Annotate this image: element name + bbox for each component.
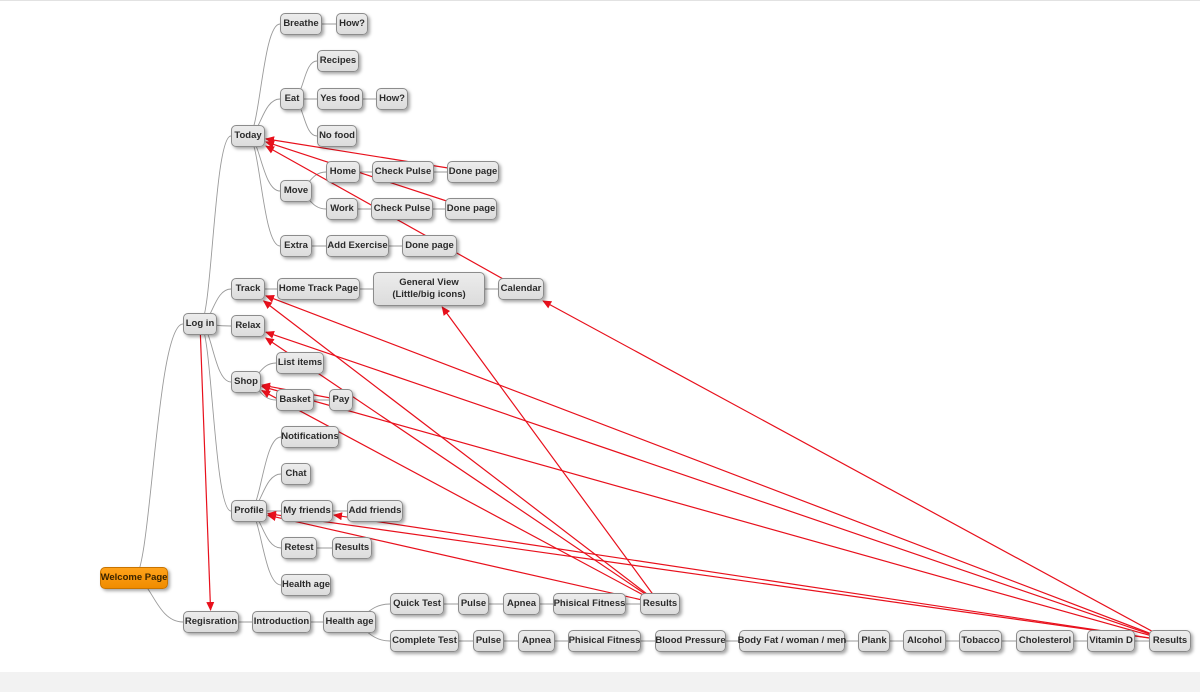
profile-node[interactable]: Profile [231, 500, 267, 522]
tree-connector [133, 323, 184, 579]
extra-node[interactable]: Extra [280, 235, 312, 257]
tree-connector [247, 23, 281, 137]
complete-apnea-node[interactable]: Apnea [518, 630, 555, 652]
breathe-node[interactable]: Breathe [280, 13, 322, 35]
welcome-page-node[interactable]: Welcome Page [100, 567, 168, 589]
quick-physical-fitness-node[interactable]: Phisical Fitness [553, 593, 626, 615]
breathe-how-node[interactable]: How? [336, 13, 368, 35]
connector-layer [133, 23, 1171, 642]
eat-node[interactable]: Eat [280, 88, 304, 110]
link-arrows [199, 136, 1171, 642]
tree-connector [247, 135, 281, 247]
quick-test-node[interactable]: Quick Test [390, 593, 444, 615]
relax-node[interactable]: Relax [231, 315, 265, 337]
work-node[interactable]: Work [326, 198, 358, 220]
mind-map-canvas: Welcome Page Log in Regisration Today Br… [0, 0, 1200, 672]
link-arrow [262, 300, 661, 605]
complete-pulse-node[interactable]: Pulse [473, 630, 504, 652]
list-items-node[interactable]: List items [276, 352, 324, 374]
link-arrow [261, 390, 661, 605]
tree-connector [248, 510, 282, 586]
retest-node[interactable]: Retest [281, 537, 317, 559]
link-arrow [265, 294, 1171, 642]
recipes-node[interactable]: Recipes [317, 50, 359, 72]
link-arrow [267, 510, 1171, 642]
chat-node[interactable]: Chat [281, 463, 311, 485]
link-arrow [199, 323, 215, 611]
extra-done-page-node[interactable]: Done page [402, 235, 457, 257]
quick-pulse-node[interactable]: Pulse [458, 593, 489, 615]
basket-node[interactable]: Basket [276, 389, 314, 411]
add-friends-node[interactable]: Add friends [347, 500, 403, 522]
vitamin-d-node[interactable]: Vitamin D [1087, 630, 1135, 652]
plank-node[interactable]: Plank [858, 630, 890, 652]
home-check-pulse-node[interactable]: Check Pulse [372, 161, 434, 183]
link-arrow [542, 300, 1171, 642]
quick-results-node[interactable]: Results [640, 593, 680, 615]
pay-node[interactable]: Pay [329, 389, 353, 411]
general-view-node[interactable]: General View (Little/big icons) [373, 272, 485, 306]
yes-food-how-node[interactable]: How? [376, 88, 408, 110]
yes-food-node[interactable]: Yes food [317, 88, 363, 110]
notifications-node[interactable]: Notifications [281, 426, 339, 448]
introduction-node[interactable]: Introduction [252, 611, 311, 633]
tree-connector [199, 323, 232, 512]
retest-results-node[interactable]: Results [332, 537, 372, 559]
quick-apnea-node[interactable]: Apnea [503, 593, 540, 615]
link-arrow [265, 140, 472, 210]
log-in-node[interactable]: Log in [183, 313, 217, 335]
today-node[interactable]: Today [231, 125, 265, 147]
home-track-page-node[interactable]: Home Track Page [277, 278, 360, 300]
add-exercise-node[interactable]: Add Exercise [326, 235, 389, 257]
tree-connector [199, 135, 232, 325]
link-arrow [265, 330, 1171, 642]
no-food-node[interactable]: No food [317, 125, 357, 147]
work-check-pulse-node[interactable]: Check Pulse [371, 198, 433, 220]
registration-node[interactable]: Regisration [183, 611, 239, 633]
work-done-page-node[interactable]: Done page [445, 198, 497, 220]
link-arrow [265, 136, 474, 173]
my-friends-node[interactable]: My friends [281, 500, 333, 522]
blood-pressure-node[interactable]: Blood Pressure [655, 630, 726, 652]
track-node[interactable]: Track [231, 278, 265, 300]
link-arrow [261, 384, 1171, 642]
profile-health-age-node[interactable]: Health age [281, 574, 331, 596]
shop-node[interactable]: Shop [231, 371, 261, 393]
alcohol-node[interactable]: Alcohol [903, 630, 946, 652]
complete-results-node[interactable]: Results [1149, 630, 1191, 652]
home-node[interactable]: Home [326, 161, 360, 183]
link-arrow [264, 337, 661, 605]
complete-physical-fitness-node[interactable]: Phisical Fitness [568, 630, 641, 652]
body-fat-node[interactable]: Body Fat / woman / men [738, 630, 846, 652]
cholesterol-node[interactable]: Cholesterol [1016, 630, 1074, 652]
link-arrow [333, 512, 1171, 642]
health-age-node[interactable]: Health age [323, 611, 376, 633]
home-done-page-node[interactable]: Done page [447, 161, 499, 183]
move-node[interactable]: Move [280, 180, 312, 202]
link-arrow [441, 306, 661, 605]
calendar-node[interactable]: Calendar [498, 278, 544, 300]
complete-test-node[interactable]: Complete Test [390, 630, 459, 652]
tobacco-node[interactable]: Tobacco [959, 630, 1002, 652]
link-arrow [267, 513, 661, 605]
